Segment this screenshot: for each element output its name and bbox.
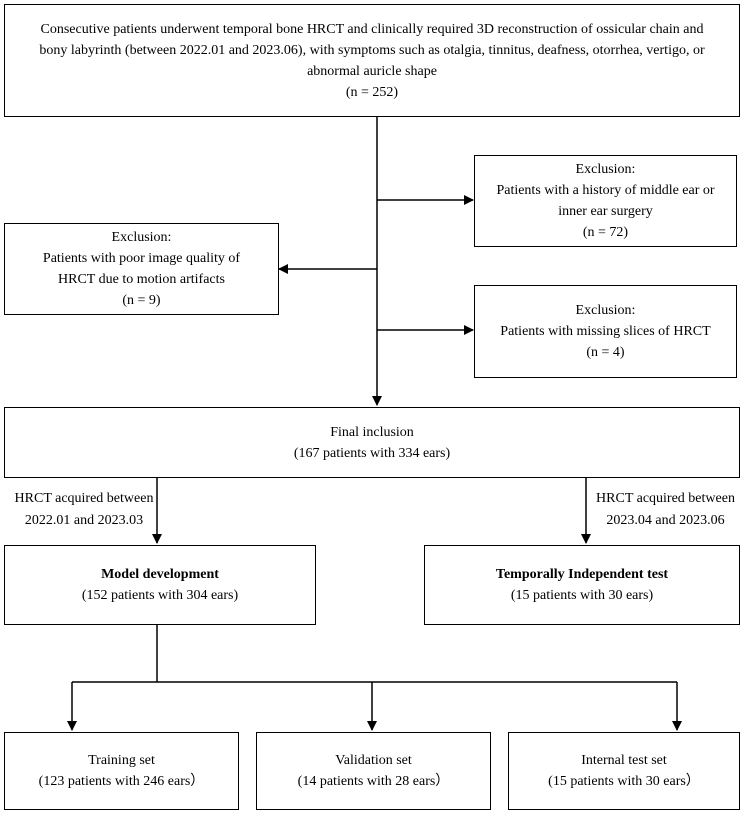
internal-test-set-box: Internal test set (15 patients with 30 e… (508, 732, 740, 810)
training-heading: Training set (88, 753, 155, 768)
final-heading: Final inclusion (330, 424, 414, 440)
temporal-test-detail: (15 patients with 30 ears) (510, 588, 654, 603)
internal-test-detail: (15 patients with 30 ears） (548, 774, 700, 789)
right-label-line-2: 2023.04 and 2023.06 (606, 513, 725, 528)
training-set-box: Training set (123 patients with 246 ears… (4, 732, 239, 810)
exclusion-line-1: Patients with a history of middle ear or (496, 183, 715, 198)
exclusion-heading: Exclusion: (575, 162, 636, 177)
model-dev-heading: Model development (101, 567, 219, 582)
exclusion-line-1: Patients with poor image quality of (42, 251, 241, 266)
initial-line-2: bony labyrinth (between 2022.01 and 2023… (39, 42, 705, 58)
exclusion-line-1: Patients with missing slices of HRCT (500, 324, 711, 339)
left-split-label: HRCT acquired between 2022.01 and 2023.0… (4, 488, 164, 532)
model-dev-detail: (152 patients with 304 ears) (81, 588, 239, 603)
exclusion-line-2: inner ear surgery (558, 204, 653, 219)
exclusion-missing-box: Exclusion: Patients with missing slices … (474, 285, 737, 378)
initial-line-3: abnormal auricle shape (307, 63, 437, 79)
exclusion-motion-box: Exclusion: Patients with poor image qual… (4, 223, 279, 315)
temporal-test-heading: Temporally Independent test (495, 567, 669, 582)
left-label-line-1: HRCT acquired between (14, 491, 154, 506)
validation-heading: Validation set (335, 753, 412, 768)
internal-test-heading: Internal test set (581, 753, 667, 768)
final-detail: (167 patients with 334 ears) (293, 445, 451, 461)
exclusion-heading: Exclusion: (575, 303, 636, 318)
model-development-box: Model development (152 patients with 304… (4, 545, 316, 625)
left-label-line-2: 2022.01 and 2023.03 (24, 513, 144, 528)
initial-line-1: Consecutive patients underwent temporal … (40, 21, 704, 37)
validation-detail: (14 patients with 28 ears） (297, 774, 450, 789)
training-detail: (123 patients with 246 ears） (38, 774, 205, 789)
temporal-test-box: Temporally Independent test (15 patients… (424, 545, 740, 625)
exclusion-surgery-box: Exclusion: Patients with a history of mi… (474, 155, 737, 247)
right-split-label: HRCT acquired between 2023.04 and 2023.0… (588, 488, 743, 532)
right-label-line-1: HRCT acquired between (596, 491, 735, 506)
exclusion-count: (n = 72) (582, 225, 629, 240)
exclusion-count: (n = 9) (122, 293, 161, 308)
final-inclusion-box: Final inclusion (167 patients with 334 e… (4, 407, 740, 478)
validation-set-box: Validation set (14 patients with 28 ears… (256, 732, 491, 810)
exclusion-line-2: HRCT due to motion artifacts (58, 272, 225, 287)
exclusion-heading: Exclusion: (111, 230, 172, 245)
initial-cohort-box: Consecutive patients underwent temporal … (4, 4, 740, 117)
initial-count: (n = 252) (345, 84, 399, 100)
exclusion-count: (n = 4) (586, 345, 625, 360)
